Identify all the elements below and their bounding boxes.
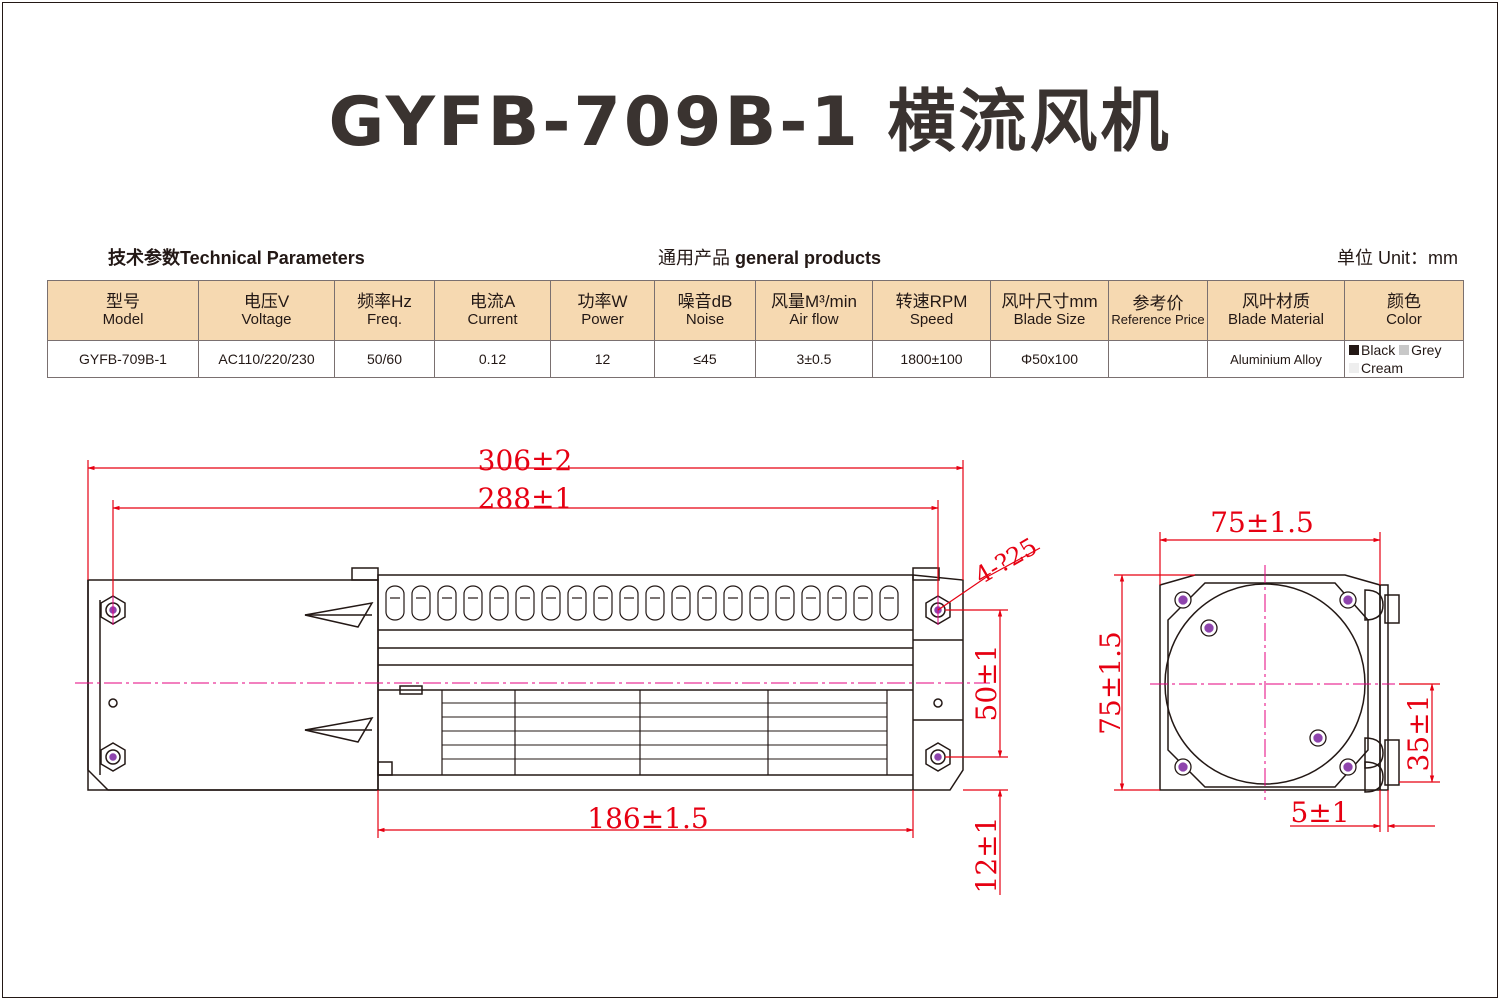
impeller-slot (697, 585, 717, 621)
spec-data-row: GYFB-709B-1 AC110/220/230 50/60 0.12 12 … (47, 340, 1464, 378)
front-dimensions (87, 460, 1041, 895)
dim-overall-length: 306±2 (478, 444, 573, 477)
impeller-slot (567, 585, 587, 621)
hole-mid-left (108, 698, 118, 708)
hole-mid-right (933, 698, 943, 708)
hole-bottom-left (100, 742, 126, 772)
impeller-slot (879, 585, 899, 621)
dim-blower-length: 186±1.5 (587, 802, 708, 835)
cell-model: GYFB-709B-1 (47, 340, 199, 378)
side-centerlines (1150, 565, 1395, 800)
impeller-slots (385, 585, 899, 621)
cell-power: 12 (550, 340, 655, 378)
dim-end-height: 75±1.5 (1094, 631, 1127, 735)
screw-3 (1339, 591, 1357, 609)
page-title: GYFB-709B-1 横流风机 (328, 83, 1172, 162)
impeller-slot (723, 585, 743, 621)
terminal-bottom-a (1364, 737, 1384, 769)
side-octagon (1167, 582, 1369, 788)
screw-5 (1174, 758, 1192, 776)
general-products-label: 通用产品 general products (658, 244, 881, 270)
cell-freq: 50/60 (334, 340, 435, 378)
impeller-slot (671, 585, 691, 621)
color-black: Black (1349, 342, 1395, 358)
cell-noise: ≤45 (654, 340, 756, 378)
mount-holes (100, 595, 951, 772)
general-products-en: general products (735, 248, 882, 268)
cell-speed: 1800±100 (872, 340, 991, 378)
dim-terminal-height: 35±1 (1402, 695, 1435, 772)
screw-6 (1339, 758, 1357, 776)
impeller-slot (645, 585, 665, 621)
black-swatch (1349, 345, 1359, 355)
impeller-slot (411, 585, 431, 621)
cell-price (1108, 340, 1208, 378)
hole-bottom-right (925, 742, 951, 772)
dim-bottom-offset: 12±1 (970, 817, 1003, 894)
dim-mount-span: 288±1 (478, 482, 573, 515)
grey-swatch (1399, 345, 1410, 355)
unit-label: 单位 Unit：mm (1337, 248, 1458, 268)
terminal-top (1364, 589, 1384, 621)
cell-current: 0.12 (434, 340, 551, 378)
cell-colors: Black Grey Cream (1344, 340, 1464, 378)
technical-parameters-label: 技术参数Technical Parameters (108, 248, 365, 268)
impeller-slot (593, 585, 613, 621)
impeller-slot (827, 585, 847, 621)
impeller-slot (853, 585, 873, 621)
impeller-slot (801, 585, 821, 621)
screw-2 (1200, 619, 1218, 637)
screw-1 (1174, 591, 1192, 609)
cream-swatch (1349, 363, 1359, 373)
dim-end-width: 75±1.5 (1210, 506, 1314, 539)
impeller-slot (489, 585, 509, 621)
color-cream: Cream (1349, 360, 1403, 376)
cell-voltage: AC110/220/230 (198, 340, 335, 378)
dim-hole-spec: 4-?25 (970, 532, 1042, 590)
impeller-slot (437, 585, 457, 621)
side-dimensions (1114, 532, 1440, 832)
cell-blade-material: Aluminium Alloy (1207, 340, 1345, 378)
dim-terminal-offset: 5±1 (1290, 796, 1349, 829)
impeller-slot (619, 585, 639, 621)
impeller-slot (463, 585, 483, 621)
impeller-slot (385, 585, 405, 621)
front-view (87, 567, 964, 791)
impeller-slot (541, 585, 561, 621)
right-end-plate (912, 574, 964, 791)
impeller-slot (515, 585, 535, 621)
screw-4 (1309, 729, 1327, 747)
dim-side-height: 50±1 (970, 645, 1003, 722)
side-screws (1174, 591, 1357, 776)
left-plate-outline (87, 580, 378, 791)
color-grey: Grey (1399, 342, 1441, 358)
impeller-slot (775, 585, 795, 621)
general-products-cn: 通用产品 (658, 248, 730, 268)
terminal-bottom-b (1364, 761, 1384, 793)
impeller-slot (749, 585, 769, 621)
